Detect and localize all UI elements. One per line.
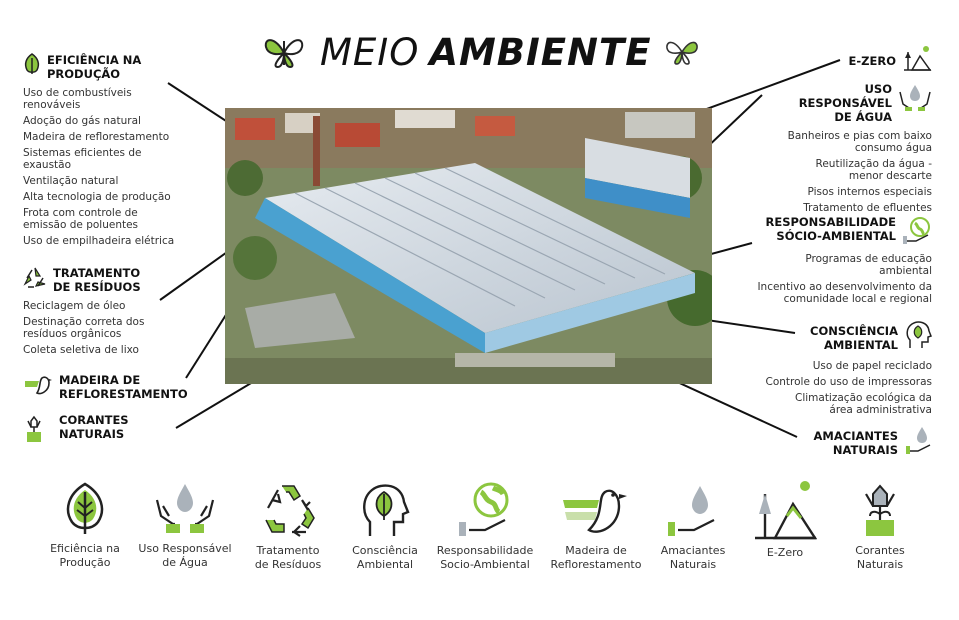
legend-label: Corantes Naturais <box>855 544 905 571</box>
head-leaf-icon <box>363 484 410 536</box>
mountain-tree-icon <box>904 46 932 71</box>
list-item: Alta tecnologia de produção <box>23 191 171 203</box>
list-item: Incentivo ao desenvolvimento da comunida… <box>757 281 932 305</box>
list-item: Programas de educação ambiental <box>805 253 932 277</box>
section-title: CORANTES NATURAIS <box>59 413 129 441</box>
leaf-icon <box>24 53 40 74</box>
hands-water-icon <box>155 484 215 533</box>
section-consciencia-ambiental: CONSCIÊNCIA AMBIENTAL Uso de papel recic… <box>732 320 932 416</box>
legend-label: Madeira de Reflorestamento <box>550 544 642 571</box>
legend-item: E-Zero <box>730 480 840 560</box>
head-leaf-icon <box>906 321 932 348</box>
legend-item: Corantes Naturais <box>825 480 935 572</box>
section-corantes-naturais: CORANTES NATURAIS <box>23 413 223 443</box>
icon-legend: Eficiência na Produção Uso Responsável d… <box>30 480 930 600</box>
hand-drop-icon <box>906 427 931 454</box>
page-title: MEIO AMBIENTE <box>262 22 700 82</box>
list-item: Frota com controle de emissão de poluent… <box>23 207 139 231</box>
leaf-icon <box>66 482 104 534</box>
list-item: Reciclagem de óleo <box>23 300 126 312</box>
list-item: Pisos internos especiais <box>807 186 932 198</box>
legend-item: Eficiência na Produção <box>30 480 140 570</box>
recycle-icon <box>265 485 315 537</box>
section-amaciantes-naturais: AMACIANTES NATURAIS <box>732 425 932 457</box>
recycle-icon <box>23 267 46 288</box>
section-title: USO RESPONSÁVEL DE ÁGUA <box>798 82 892 124</box>
section-tratamento-residuos: TRATAMENTO DE RESÍDUOS Reciclagem de óle… <box>23 266 223 356</box>
list-item: Uso de empilhadeira elétrica <box>23 235 175 247</box>
hand-globe-icon <box>903 217 930 244</box>
flower-pot-icon <box>27 415 41 442</box>
legend-item: Responsabilidade Socio-Ambiental <box>430 480 540 572</box>
hands-water-icon <box>899 85 931 111</box>
section-title: AMACIANTES NATURAIS <box>813 429 898 457</box>
flower-pot-icon <box>865 484 895 536</box>
section-title: EFICIÊNCIA NA PRODUÇÃO <box>47 53 142 81</box>
section-uso-responsavel-agua: USO RESPONSÁVEL DE ÁGUA Banheiros e pias… <box>732 82 932 214</box>
bird-icon <box>25 376 52 395</box>
section-title: CONSCIÊNCIA AMBIENTAL <box>810 324 898 352</box>
legend-item: Madeira de Reflorestamento <box>541 480 651 572</box>
legend-label: Consciência Ambiental <box>352 544 418 571</box>
butterfly-icon <box>264 39 304 69</box>
list-item: Ventilação natural <box>23 175 119 187</box>
section-title: RESPONSABILIDADE SÓCIO-AMBIENTAL <box>765 215 896 243</box>
list-item: Uso de combustíveis renováveis <box>23 87 132 111</box>
list-item: Controle do uso de impressoras <box>765 376 932 388</box>
legend-label: Responsabilidade Socio-Ambiental <box>436 544 534 571</box>
legend-item: Consciência Ambiental <box>330 480 440 572</box>
list-item: Uso de papel reciclado <box>812 360 932 372</box>
section-title: MADEIRA DE REFLORESTAMENTO <box>59 373 188 401</box>
section-title: TRATAMENTO DE RESÍDUOS <box>53 266 141 294</box>
list-item: Banheiros e pias com baixo consumo água <box>787 130 932 154</box>
legend-item: Uso Responsável de Água <box>130 480 240 570</box>
legend-label: Uso Responsável de Água <box>138 542 232 569</box>
legend-label: Eficiência na Produção <box>50 542 120 569</box>
list-item: Adoção do gás natural <box>23 115 141 127</box>
hand-globe-icon <box>459 482 509 536</box>
hand-drop-icon <box>668 486 715 536</box>
legend-label: Tratamento de Resíduos <box>254 544 322 571</box>
butterfly-small-icon <box>665 41 698 65</box>
legend-item: Tratamento de Resíduos <box>233 480 343 572</box>
list-item: Coleta seletiva de lixo <box>23 344 139 356</box>
bird-icon <box>563 489 627 533</box>
legend-label: E-Zero <box>766 546 804 559</box>
list-item: Madeira de reflorestamento <box>23 131 170 143</box>
legend-item: Amaciantes Naturais <box>638 480 748 572</box>
list-item: Sistemas eficientes de exaustão <box>23 147 142 171</box>
list-item: Destinação correta dos resíduos orgânico… <box>23 316 145 340</box>
section-title: E-ZERO <box>848 54 896 68</box>
section-e-zero: E-ZERO <box>732 44 932 72</box>
title-light: MEIO <box>320 30 420 74</box>
list-item: Climatização ecológica da área administr… <box>794 392 932 416</box>
title-bold: AMBIENTE <box>429 30 652 74</box>
section-madeira-reflorestamento: MADEIRA DE REFLORESTAMENTO <box>23 373 223 401</box>
list-item: Tratamento de efluentes <box>803 202 932 214</box>
mountain-tree-icon <box>755 481 817 540</box>
list-item: Reutilização da água - menor descarte <box>815 158 932 182</box>
factory-aerial-photo <box>225 108 712 384</box>
section-responsabilidade-socio-ambiental: RESPONSABILIDADE SÓCIO-AMBIENTAL Program… <box>732 215 932 305</box>
section-eficiencia-producao: EFICIÊNCIA NA PRODUÇÃO Uso de combustíve… <box>23 53 223 247</box>
legend-label: Amaciantes Naturais <box>660 544 726 571</box>
